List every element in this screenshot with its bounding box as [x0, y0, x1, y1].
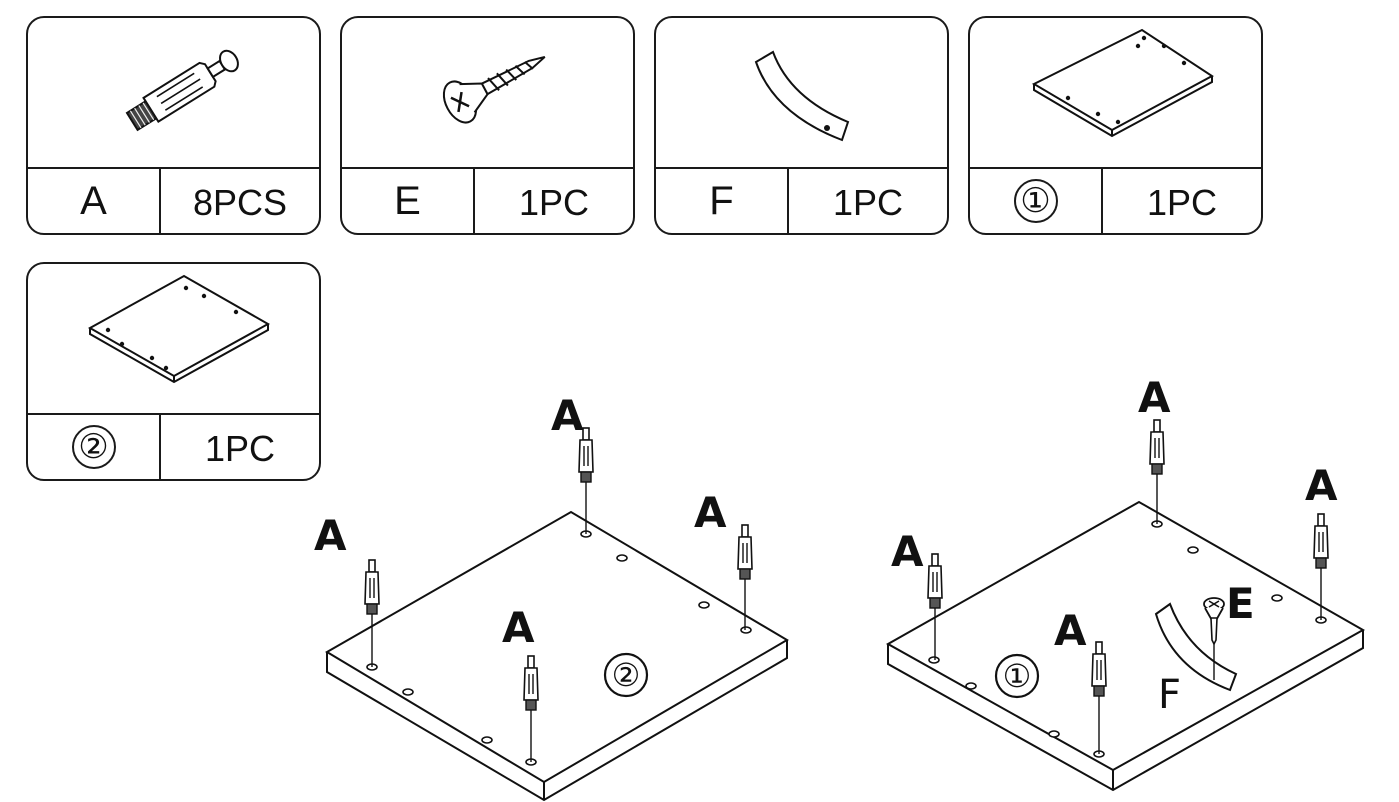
part-quantity: 1PC [832, 182, 904, 223]
panel-number: ② [612, 656, 641, 694]
part-card-panel-1: ① 1PC [968, 16, 1263, 235]
screw-icon [342, 18, 633, 170]
dowel-label: A [694, 488, 727, 537]
part-card-panel-2: ② 1PC [26, 262, 321, 481]
part-quantity: 8PCS [192, 182, 288, 223]
dowel-a [1091, 641, 1107, 754]
part-id: E [342, 169, 475, 233]
screw-e [1203, 597, 1225, 680]
part-quantity: 1PC [204, 428, 276, 469]
strip-icon [656, 18, 947, 170]
dowel-a [1149, 419, 1165, 524]
dowel-label: A [1138, 373, 1171, 422]
panel-1-board [885, 500, 1366, 792]
dowel-label: A [502, 603, 535, 652]
part-card-f: F 1PC [654, 16, 949, 235]
dowel-label: A [314, 511, 347, 560]
panel-icon [28, 264, 319, 416]
dowel-a [927, 553, 943, 660]
part-id: ② [71, 425, 116, 469]
panel-2-board [325, 510, 789, 802]
panel-icon [970, 18, 1261, 170]
dowel-a [364, 559, 380, 667]
part-card-a: A 8PCS [26, 16, 321, 235]
dowel-a [578, 427, 594, 534]
dowel-label: A [1054, 606, 1087, 655]
part-quantity: 1PC [518, 182, 590, 223]
dowel-a [737, 524, 753, 630]
dowel-a [523, 655, 539, 762]
dowel-label: A [551, 391, 584, 440]
part-quantity: 1PC [1146, 182, 1218, 223]
panel-number: ① [1003, 657, 1032, 695]
dowel-label: A [891, 527, 924, 576]
strip-label: F [1158, 672, 1181, 718]
part-id: A [28, 169, 161, 233]
screw-label: E [1226, 579, 1255, 628]
part-id: F [656, 169, 789, 233]
part-card-e: E 1PC [340, 16, 635, 235]
dowel-label: A [1305, 461, 1338, 510]
strip-f [1154, 602, 1238, 692]
dowel-a [1313, 513, 1329, 620]
dowel-icon [28, 18, 319, 170]
part-id: ① [1013, 179, 1058, 223]
